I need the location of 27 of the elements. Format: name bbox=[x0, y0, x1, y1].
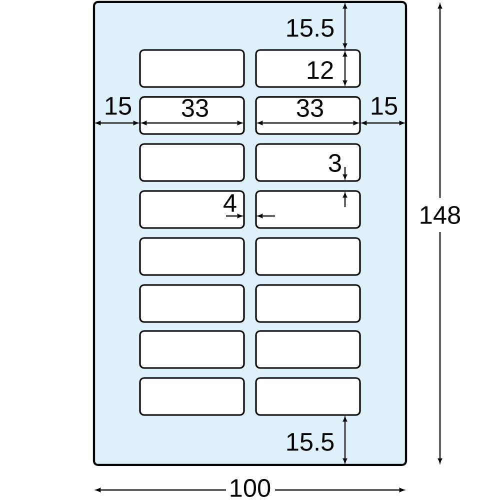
dimension-label: 4 bbox=[224, 194, 236, 212]
dimension-label: 33 bbox=[296, 99, 323, 117]
dimension-label: 12 bbox=[308, 61, 333, 79]
label-box bbox=[139, 284, 245, 323]
dimension-label: 15 bbox=[106, 97, 132, 115]
label-box bbox=[139, 377, 245, 416]
dimension-label: 3 bbox=[328, 154, 341, 172]
label-box bbox=[139, 330, 245, 369]
dimension-label: 15 bbox=[372, 97, 398, 115]
label-box bbox=[255, 330, 361, 369]
label-box bbox=[139, 190, 245, 229]
label-box bbox=[255, 143, 361, 182]
label-box bbox=[139, 49, 245, 88]
dimension-label: 15.5 bbox=[287, 433, 334, 451]
label-box bbox=[255, 49, 361, 88]
dimension-label: 33 bbox=[182, 99, 208, 117]
dimension-label: 100 bbox=[230, 479, 270, 497]
label-box bbox=[255, 96, 361, 135]
label-box bbox=[139, 237, 245, 276]
label-box bbox=[139, 143, 245, 182]
dimension-label: 148 bbox=[420, 206, 460, 224]
label-box bbox=[255, 284, 361, 323]
label-box bbox=[139, 96, 245, 135]
label-box bbox=[255, 377, 361, 416]
label-box bbox=[255, 190, 361, 229]
dimension-label: 15.5 bbox=[287, 19, 334, 37]
label-box bbox=[255, 237, 361, 276]
